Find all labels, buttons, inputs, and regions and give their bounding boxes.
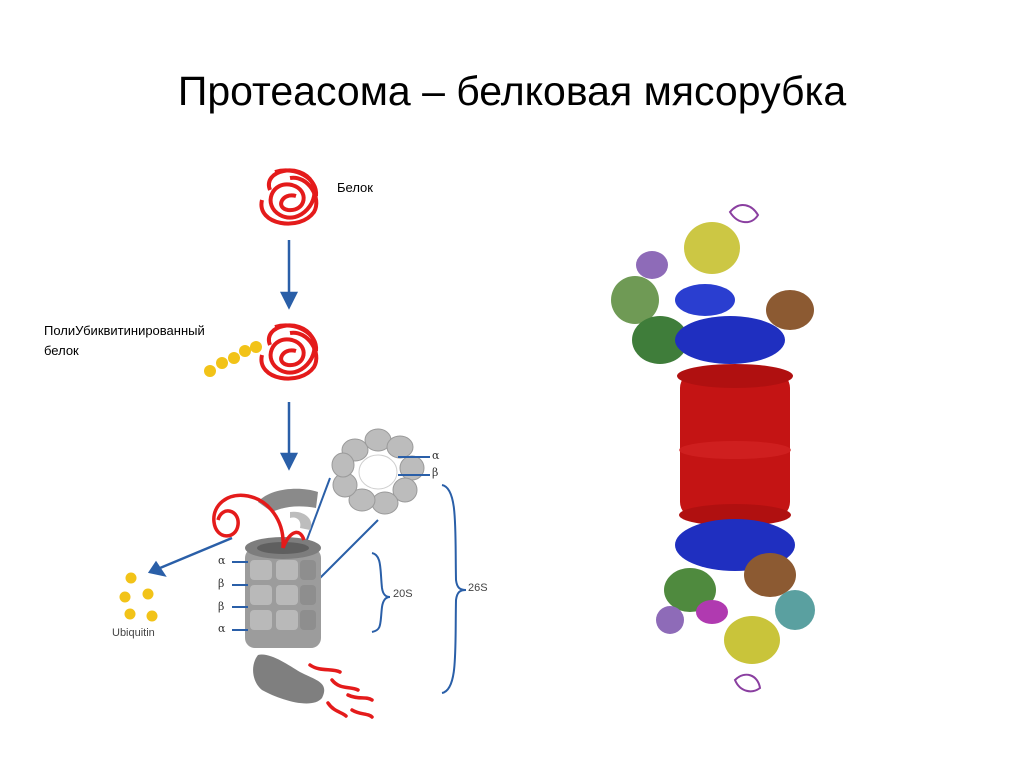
barrel-label-alpha-top: α	[218, 554, 226, 567]
barrel-label-beta-lower: β	[218, 600, 225, 613]
proteasome-barrel-icon	[245, 537, 321, 648]
regulatory-cap-bottom-icon	[253, 654, 325, 704]
protein-label: Белок	[337, 180, 373, 195]
protein-coil-icon	[259, 168, 319, 226]
slide-title: Протеасома – белковая мясорубка	[177, 68, 847, 114]
bracket-26s	[441, 484, 467, 694]
barrel-label-ticks	[232, 561, 248, 631]
bracket-20s	[371, 552, 391, 633]
barrel-label-alpha-bottom: α	[218, 622, 226, 635]
polyubiquitinated-label-line2: белок	[44, 343, 79, 358]
peptide-fragments-icon	[308, 663, 374, 719]
ring-label-beta: β	[432, 466, 439, 479]
down-arrow-icon	[279, 240, 299, 310]
ubiquitin-dots-icon	[119, 572, 158, 622]
ring-label-alpha: α	[432, 449, 440, 462]
polyubiquitinated-protein-icon	[204, 323, 319, 381]
label-20s: 20S	[393, 588, 413, 600]
regulatory-cap-top-icon	[258, 488, 318, 530]
down-arrow-icon	[279, 402, 299, 471]
ubiquitin-label: Ubiquitin	[112, 627, 155, 639]
protein-strand-icon	[212, 493, 306, 549]
ubiquitin-release-arrow-icon	[147, 536, 233, 577]
barrel-label-beta-upper: β	[218, 577, 225, 590]
polyubiquitinated-label-line1: ПолиУбиквитинированный	[44, 323, 205, 338]
label-26s: 26S	[468, 582, 488, 594]
